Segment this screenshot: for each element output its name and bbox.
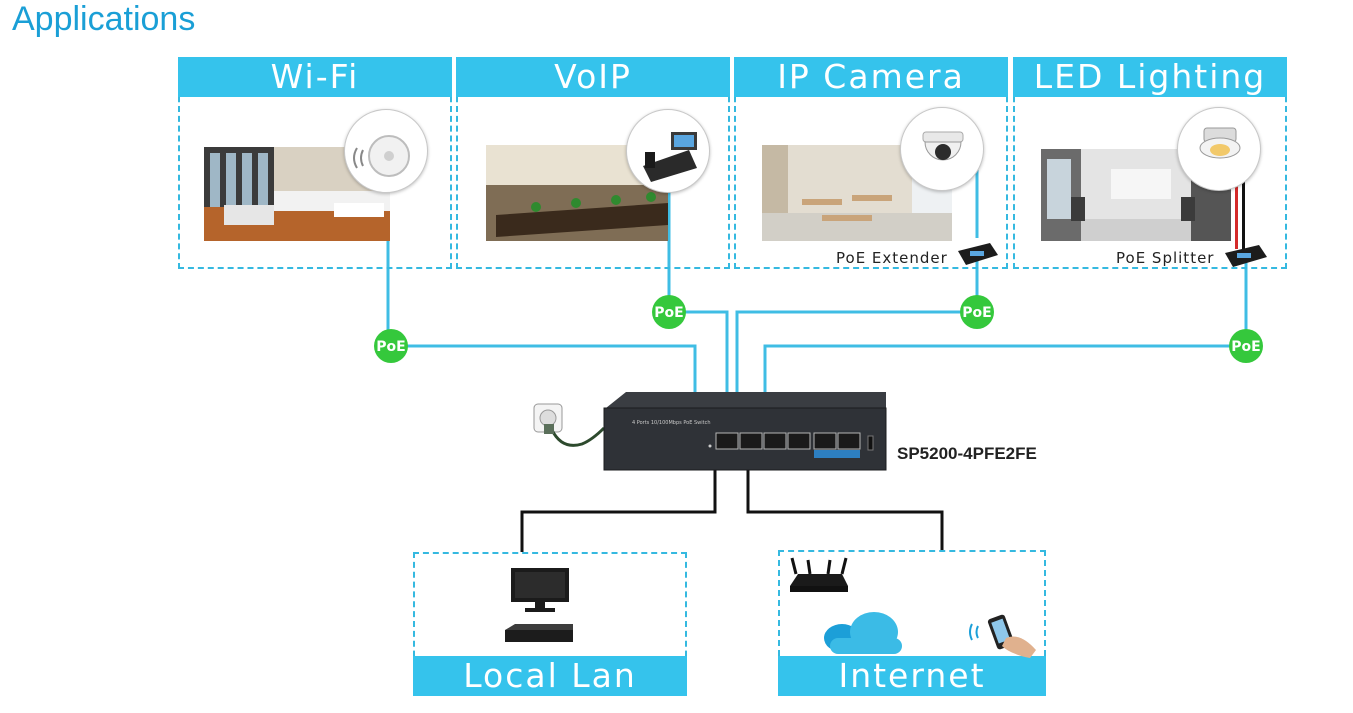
poe-splitter-icon: [1225, 245, 1267, 267]
svg-text:PoE: PoE: [1231, 339, 1260, 355]
access-point-icon: [344, 109, 428, 193]
power-cables: [1235, 179, 1245, 249]
card-wifi: Wi-Fi: [178, 57, 452, 269]
poe-badge-camera: PoE: [960, 295, 994, 329]
switch-model-label: SP5200-4PFE2FE: [897, 444, 1037, 463]
poe-badge-voip: PoE: [652, 295, 686, 329]
svg-text:PoE: PoE: [376, 339, 405, 355]
monitor-icon: [511, 568, 569, 612]
poe-splitter-label: PoE Splitter: [1116, 249, 1215, 267]
card-title-voip: VoIP: [456, 57, 730, 97]
poe-badge-led: PoE: [1229, 329, 1263, 363]
poe-badge-wifi: PoE: [374, 329, 408, 363]
lan-wire: [520, 468, 717, 552]
card-ip-camera: IP Camera PoE Extender: [734, 57, 1008, 269]
internet-wire: [746, 468, 944, 552]
cloud-icon: [824, 612, 902, 654]
led-wire: [763, 262, 1248, 392]
poe-switch: 4 Ports 10/100Mbps PoE Switch: [603, 392, 887, 471]
downlight-icon: [1177, 107, 1261, 191]
camera-wire: [735, 260, 979, 392]
card-voip: VoIP: [456, 57, 730, 269]
poe-extender-label: PoE Extender: [836, 249, 948, 267]
card-local-lan: Local Lan: [413, 552, 687, 696]
smartphone-icon: [969, 614, 1036, 658]
nvr-recorder-icon: [505, 624, 573, 642]
voip-wire: [667, 190, 729, 392]
card-title-local-lan: Local Lan: [413, 656, 687, 696]
power-socket-icon: [533, 403, 606, 447]
card-title-ip-camera: IP Camera: [734, 57, 1008, 97]
card-title-led-lighting: LED Lighting: [1013, 57, 1287, 97]
office-photo: [204, 147, 390, 241]
card-title-wifi: Wi-Fi: [178, 57, 452, 97]
dome-camera-icon: [900, 107, 984, 191]
switch-front-text: 4 Ports 10/100Mbps PoE Switch: [632, 420, 711, 426]
poe-extender-icon: [958, 243, 998, 265]
page-title: Applications: [12, 0, 196, 38]
router-icon: [790, 557, 848, 592]
svg-text:PoE: PoE: [654, 305, 683, 321]
card-title-internet: Internet: [778, 656, 1046, 696]
card-led-lighting: LED Lighting PoE Splitter: [1013, 57, 1287, 269]
wifi-wire: [386, 172, 697, 392]
card-internet: Internet: [778, 550, 1046, 696]
ip-phone-icon: [626, 109, 710, 193]
svg-text:PoE: PoE: [962, 305, 991, 321]
